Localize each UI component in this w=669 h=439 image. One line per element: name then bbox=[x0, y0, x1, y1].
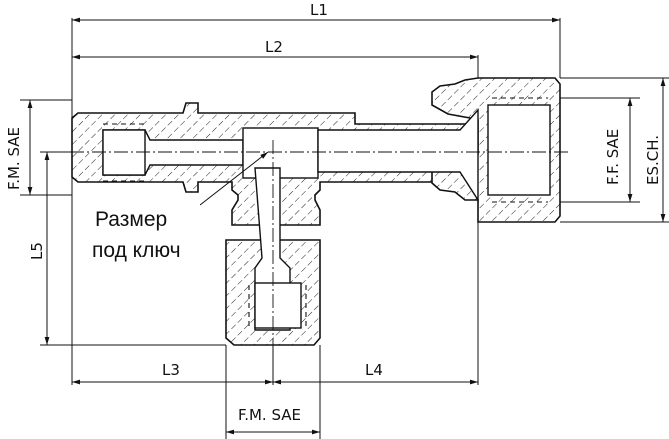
note-leader-line bbox=[199, 151, 269, 206]
hidden-lines bbox=[103, 97, 548, 330]
dimension-labels: L1 L2 L3 L4 L5 F.M. SAE F.M. SAE F.F. SA… bbox=[5, 1, 662, 424]
note-line-2: под ключ bbox=[92, 239, 181, 262]
fm-sae-bottom-label: F.M. SAE bbox=[238, 406, 301, 424]
dimension-lines bbox=[20, 17, 669, 439]
note-line-1: Размер bbox=[95, 208, 167, 231]
ff-sae-label: F.F. SAE bbox=[604, 129, 622, 185]
l2-label: L2 bbox=[265, 38, 283, 56]
wrench-size-note: Размер под ключ bbox=[88, 202, 200, 264]
right-bore bbox=[317, 108, 479, 203]
l1-label: L1 bbox=[310, 1, 328, 19]
l5-label: L5 bbox=[28, 242, 46, 260]
fm-sae-left-label: F.M. SAE bbox=[5, 127, 23, 190]
branch-thread-recess bbox=[254, 282, 302, 329]
inner-bores bbox=[102, 104, 551, 331]
l4-label: L4 bbox=[365, 361, 383, 379]
es-ch-label: ES.CH. bbox=[644, 135, 662, 185]
left-thread-recess bbox=[102, 129, 146, 176]
center-lines bbox=[70, 140, 570, 360]
nut-bore bbox=[487, 104, 551, 196]
l3-label: L3 bbox=[162, 361, 180, 379]
